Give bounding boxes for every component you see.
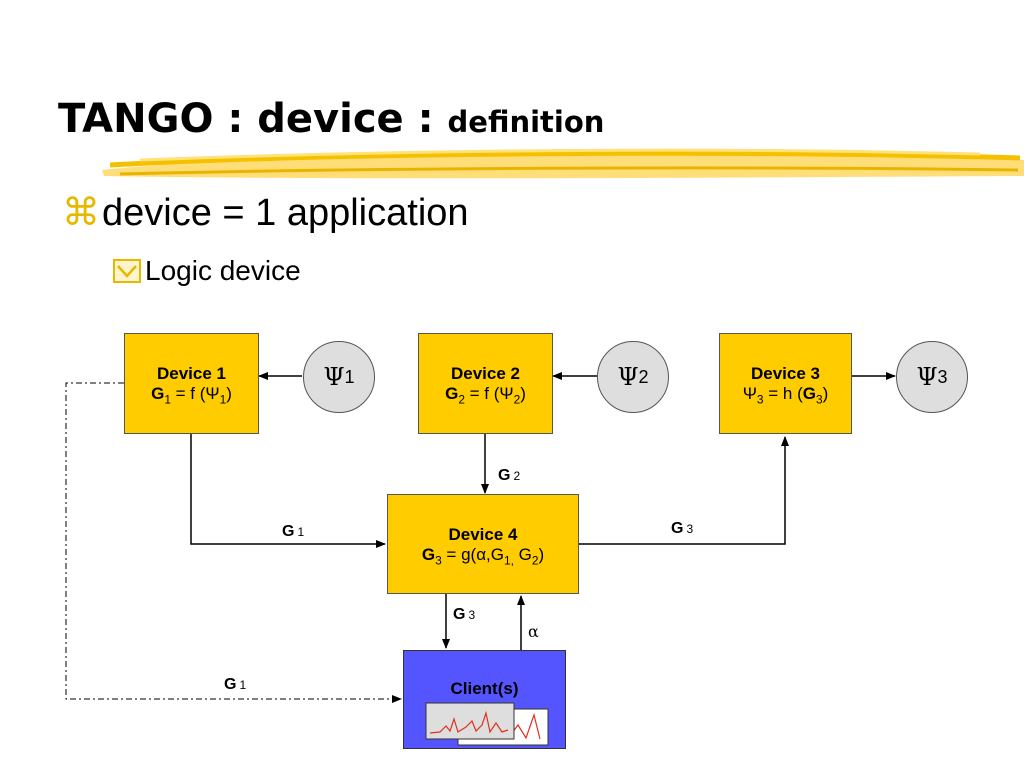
device3-box: Device 3 Ψ3 = h (G3) [719,333,852,434]
device2-title: Device 2 [451,364,520,383]
title-main: TANGO : device : [58,96,448,142]
signal-window-icon [425,702,549,746]
bullet-level2: Logic device [112,255,301,287]
device3-title: Device 3 [751,364,820,383]
edge-device1-device4 [190,434,386,548]
bullet-level2-text: Logic device [145,255,301,286]
device4-formula: G3 = g(α,G1, G2) [421,545,545,568]
slide-title: TANGO : device : definition [58,96,604,142]
device4-title: Device 4 [448,525,518,544]
edge-label-alpha: α [528,622,539,641]
device1-title: Device 1 [157,364,226,383]
device2-formula: G2 = f (Ψ2) [445,384,526,407]
checkbox-arrow-icon [113,259,141,283]
client-box: Client(s) [403,650,566,749]
edge-device4-device3 [579,436,789,545]
device3-formula: Ψ3 = h (G3) [742,384,829,407]
device1-formula: G1 = f (Ψ1) [151,384,232,407]
title-underline-brush [102,148,1024,179]
bullet-level1: ⌘device = 1 application [62,190,469,235]
edge-device1-client-dashed [65,382,402,703]
title-sub: definition [447,105,605,139]
bullet-level1-text: device = 1 application [102,192,469,234]
client-title: Client(s) [450,679,519,698]
command-key-icon: ⌘ [62,190,100,234]
device1-box: Device 1 G1 = f (Ψ1) [124,333,259,434]
device2-box: Device 2 G2 = f (Ψ2) [418,333,553,434]
device4-box: Device 4 G3 = g(α,G1, G2) [387,494,579,594]
